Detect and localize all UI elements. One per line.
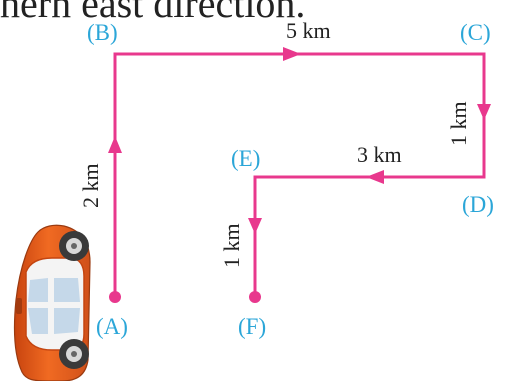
point-f-dot [249,291,261,303]
car-icon [14,225,90,381]
distance-label-ef: 1 km [219,223,244,268]
distance-label-cd: 1 km [446,101,471,146]
distance-label-ab: 2 km [78,163,103,208]
point-a-dot [109,291,121,303]
label-point-f: (F) [238,314,266,339]
arrow-ef [248,218,262,234]
label-point-a: (A) [96,314,128,339]
direction-arrows [108,47,491,234]
arrow-cd [477,104,491,120]
arrow-ab [108,136,122,153]
label-point-c: (C) [460,20,491,45]
label-point-b: (B) [87,20,118,45]
label-point-e: (E) [231,146,260,171]
distance-label-de: 3 km [357,142,402,167]
arrow-bc [283,47,301,61]
arrow-de [366,170,384,184]
route-path [115,54,484,297]
label-point-d: (D) [462,192,494,217]
distance-label-bc: 5 km [286,18,331,43]
